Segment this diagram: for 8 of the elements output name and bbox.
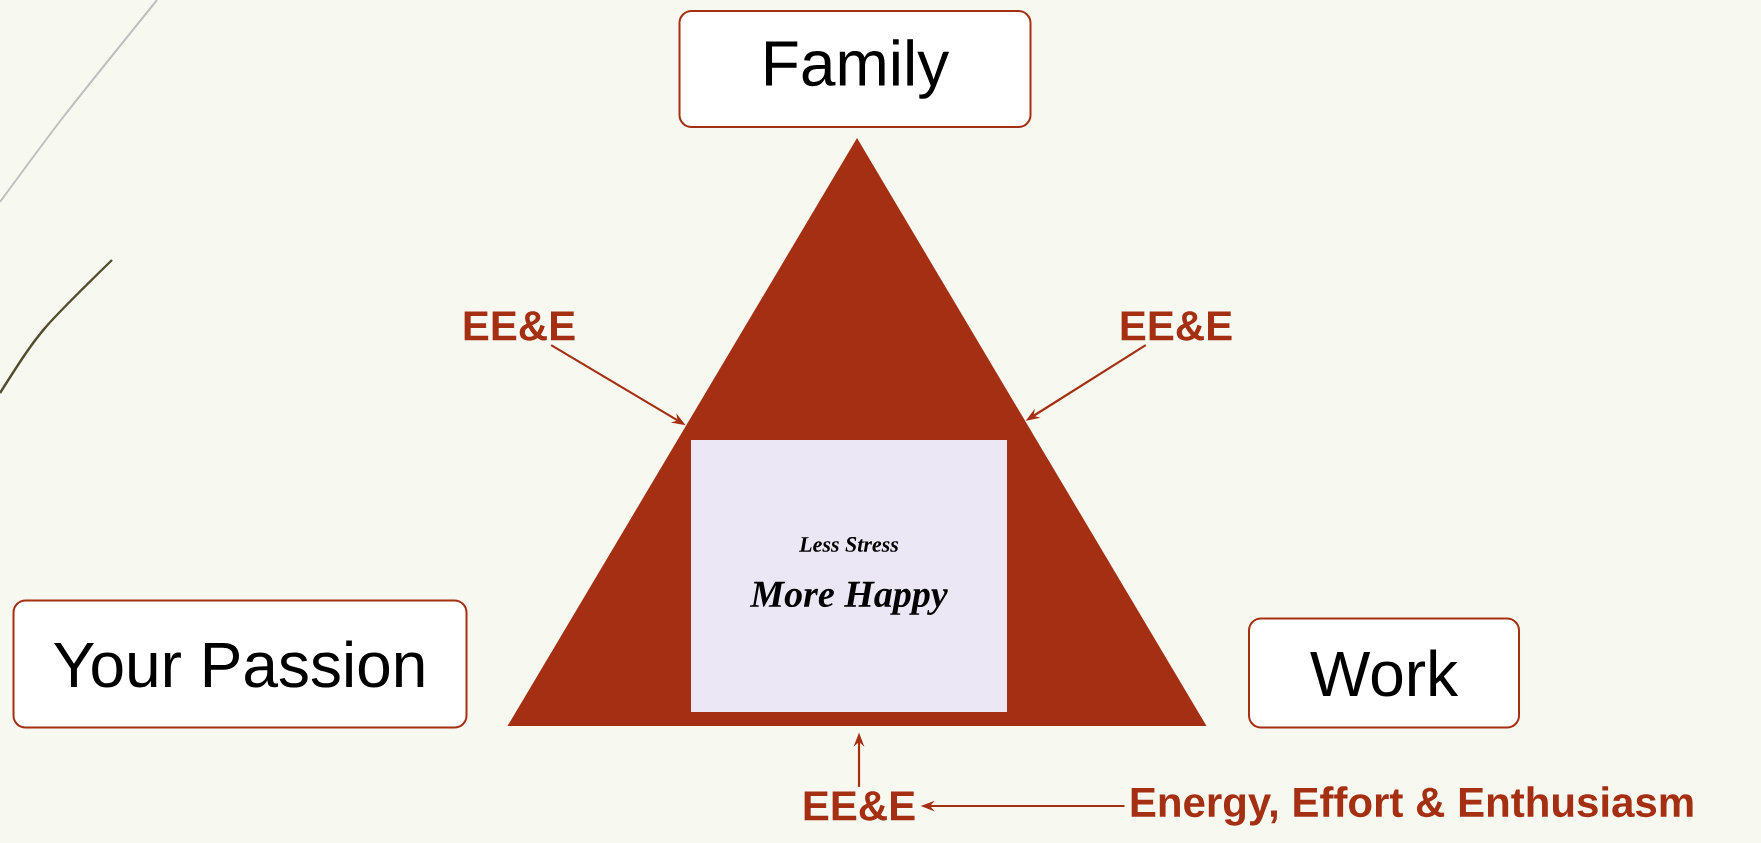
callout-text: EE&E	[804, 791, 915, 821]
callout-text: EE&E	[1121, 311, 1232, 341]
label-box: Family	[678, 10, 1032, 128]
label-box: Your Passion	[12, 599, 468, 729]
label-box: Work	[1248, 617, 1520, 729]
center-square: Less Stress More Happy	[691, 440, 1007, 712]
callout-text: EE&E	[464, 311, 575, 341]
callout-text: Energy, Effort & Enthusiasm	[1131, 786, 1693, 826]
